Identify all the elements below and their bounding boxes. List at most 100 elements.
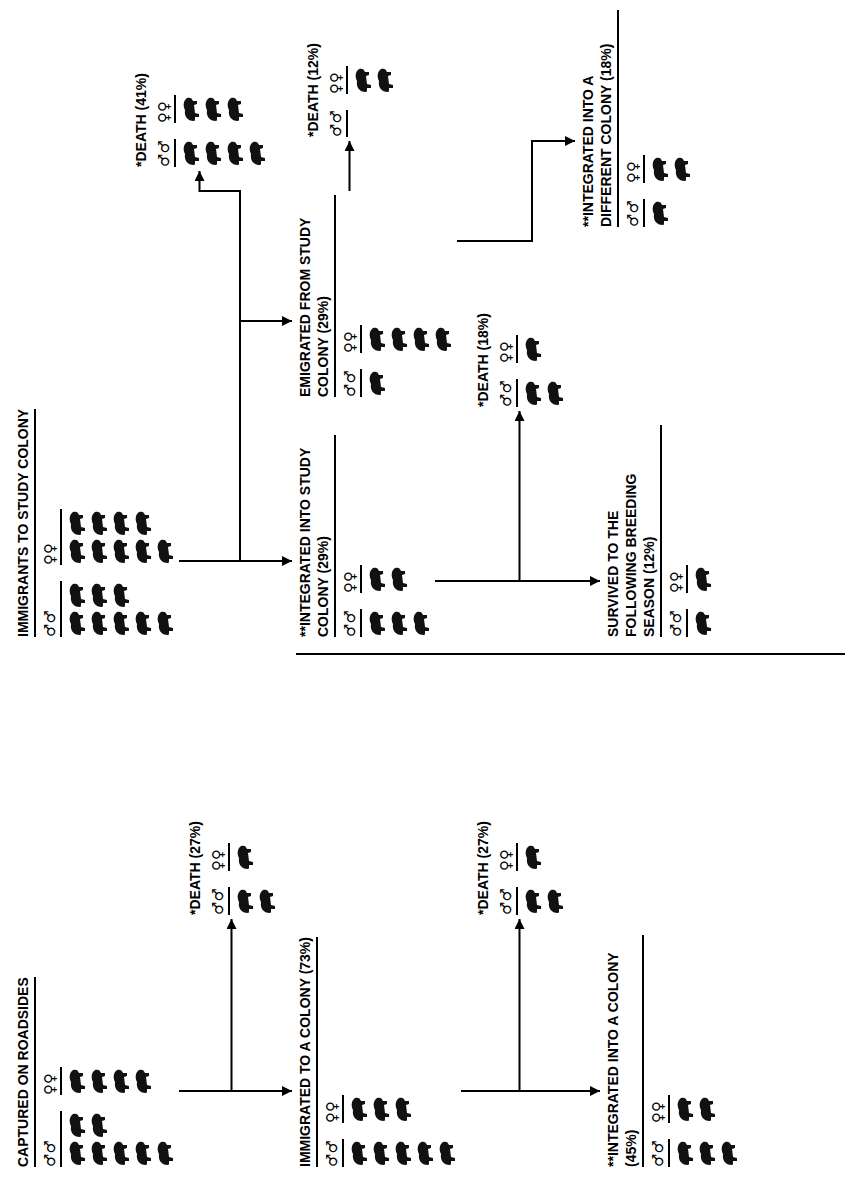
sex-symbol: ♀♀: [40, 1067, 62, 1095]
marmot-icons: [691, 565, 713, 593]
marmot-icon: [158, 1142, 173, 1165]
sex-groups: ♂♂ ♀♀: [623, 10, 692, 227]
marmot-icon: [722, 1142, 737, 1165]
sex-group: ♀♀: [340, 325, 453, 353]
sex-groups: ♂♂ ♀♀: [40, 409, 175, 637]
marmot-icon: [158, 612, 173, 635]
marmot-icon: [370, 328, 385, 351]
sex-group: ♂♂: [496, 379, 565, 407]
sex-group: ♂♂: [623, 199, 670, 227]
marmot-icon: [184, 142, 199, 165]
sex-symbol: ♀♀: [208, 843, 230, 871]
marmot-icon: [136, 512, 151, 535]
flow-arrow: [179, 1090, 292, 1092]
marmot-icon: [114, 512, 129, 535]
marmot-icons: [65, 509, 175, 565]
marmot-icon: [92, 584, 107, 607]
sex-symbol: ♂♂: [496, 379, 518, 407]
sex-group: ♂♂: [40, 581, 175, 637]
marmot-icon: [114, 584, 129, 607]
marmot-icons: [179, 139, 267, 167]
fate-box: CAPTURED ON ROADSIDES♂♂♀♀: [10, 973, 179, 1171]
group-heading: **INTEGRATED INTO A DIFFERENT COLONY (18…: [579, 10, 619, 227]
sex-group: ♀♀: [623, 155, 692, 183]
fate-box: *DEATH (41%)♂♂♀♀: [128, 69, 271, 171]
marmot-icon: [228, 98, 243, 121]
marmot-icon: [653, 158, 668, 181]
group-heading: *DEATH (12%): [304, 43, 322, 137]
sex-symbol: ♀♀: [154, 95, 176, 123]
fate-box: *DEATH (18%)♂♂ ♀♀: [470, 309, 569, 411]
marmot-icons: [648, 155, 692, 183]
marmot-icon: [70, 1142, 85, 1165]
marmot-icons: [673, 1139, 739, 1167]
marmot-icons: [179, 95, 245, 123]
group-heading: *DEATH (18%): [474, 313, 492, 407]
sex-groups: ♂♂ ♀♀: [154, 73, 267, 167]
marmot-icon: [414, 612, 429, 635]
marmot-icons: [521, 843, 543, 871]
sex-group: ♂♂: [648, 1139, 739, 1167]
sex-symbol: ♀♀: [326, 66, 348, 94]
sex-symbol: ♀♀: [40, 509, 62, 565]
sex-symbol: ♂♂: [340, 609, 362, 637]
sex-symbol: ♂♂: [666, 609, 688, 637]
marmot-icon: [92, 1142, 107, 1165]
group-heading: IMMIGRATED TO A COLONY (73%): [296, 937, 318, 1167]
sex-group: ♀♀: [648, 1095, 717, 1123]
marmot-icon: [392, 568, 407, 591]
sex-symbol: ♀♀: [322, 1095, 344, 1123]
sex-groups: ♂♂♀♀: [40, 977, 175, 1167]
marmot-icon: [378, 69, 393, 92]
marmot-icon: [238, 890, 253, 913]
sex-group: ♀♀: [326, 66, 395, 94]
sex-group: ♂♂: [322, 1139, 457, 1167]
marmot-icon: [392, 612, 407, 635]
sex-symbol: ♀♀: [340, 565, 362, 593]
sex-group: ♂♂: [326, 110, 351, 137]
marmot-icons: [365, 609, 431, 637]
sex-group: ♀♀: [208, 843, 255, 871]
marmot-icon: [678, 1142, 693, 1165]
group-heading: *DEATH (27%): [186, 821, 204, 915]
sex-groups: ♂♂ ♀♀: [340, 435, 431, 637]
marmot-icon: [250, 142, 265, 165]
fate-box: IMMIGRANTS TO STUDY COLONY♂♂♀♀: [10, 405, 179, 641]
group-heading: **INTEGRATED INTO A COLONY (45%): [604, 935, 644, 1167]
marmot-icon: [114, 1142, 129, 1165]
marmot-icon: [436, 328, 451, 351]
marmot-icon: [374, 1098, 389, 1121]
marmot-icon: [370, 612, 385, 635]
marmot-icon: [653, 202, 668, 225]
sex-symbol: ♂♂: [154, 139, 176, 167]
marmot-icons: [351, 66, 395, 94]
marmot-icon: [184, 98, 199, 121]
sex-symbol: ♀♀: [496, 335, 518, 363]
marmot-icon: [700, 1098, 715, 1121]
marmot-icons: [521, 335, 543, 363]
sex-groups: ♂♂ ♀♀: [648, 935, 739, 1167]
marmot-icons: [233, 843, 255, 871]
marmot-icon: [352, 1098, 367, 1121]
marmot-icon: [158, 540, 173, 563]
group-heading: *DEATH (27%): [474, 821, 492, 915]
marmot-icon: [70, 540, 85, 563]
marmot-icon: [228, 142, 243, 165]
marmot-icon: [206, 142, 221, 165]
marmot-icon: [526, 338, 541, 361]
marmot-icon: [696, 612, 711, 635]
marmot-icon: [374, 1142, 389, 1165]
sex-group: ♂♂: [340, 609, 431, 637]
marmot-icon: [136, 1070, 151, 1093]
marmot-icon: [548, 382, 563, 405]
marmot-icon: [526, 890, 541, 913]
sex-group: ♂♂: [154, 139, 267, 167]
flow-arrow: [457, 141, 575, 241]
sex-group: ♀♀: [340, 565, 409, 593]
marmot-icon: [396, 1098, 411, 1121]
sex-groups: ♂♂ ♀♀: [496, 313, 565, 407]
marmot-icon: [696, 568, 711, 591]
marmot-icons: [673, 1095, 717, 1123]
sex-symbol: ♂♂: [208, 887, 230, 915]
